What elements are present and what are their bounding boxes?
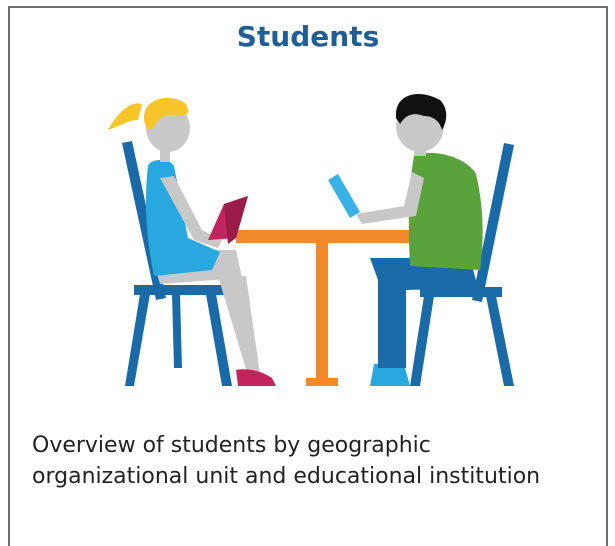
card-description: Overview of students by geographic organ… (32, 433, 541, 489)
card-title: Students (236, 20, 380, 53)
students-card[interactable]: Students (8, 6, 608, 546)
girl-figure (108, 97, 276, 386)
boy-figure (328, 94, 483, 386)
table (236, 230, 414, 386)
students-illustration-icon (108, 94, 514, 386)
right-chair (410, 143, 514, 386)
